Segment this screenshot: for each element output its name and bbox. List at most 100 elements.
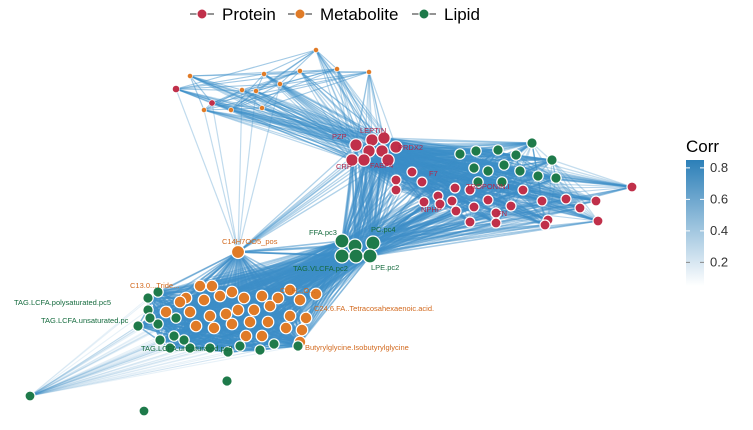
edge xyxy=(487,199,549,221)
edge xyxy=(454,150,477,189)
edge xyxy=(189,297,245,313)
edge xyxy=(267,293,317,323)
edge xyxy=(175,88,353,161)
lipid-node xyxy=(468,162,480,174)
edge xyxy=(355,71,370,146)
edge xyxy=(255,49,317,92)
edge xyxy=(237,150,383,253)
legend-swatch-lipid xyxy=(418,8,430,20)
edge xyxy=(355,175,539,257)
edge xyxy=(237,240,343,311)
edge xyxy=(237,309,291,317)
edge xyxy=(501,181,549,221)
edge xyxy=(259,299,301,351)
edge xyxy=(185,297,239,311)
node-label-f7: F7 xyxy=(429,169,438,178)
protein-node xyxy=(482,194,494,206)
node-label-tagunsat: TAG.LCFA.unsaturated.pc xyxy=(41,316,129,325)
edge xyxy=(211,102,373,141)
edge xyxy=(387,159,581,209)
edge xyxy=(203,71,370,111)
edge xyxy=(261,255,357,337)
edge xyxy=(237,90,257,253)
edge xyxy=(203,70,301,111)
edge xyxy=(387,159,441,205)
legend-swatch-protein xyxy=(196,8,208,20)
edge xyxy=(175,285,213,319)
edge xyxy=(289,289,303,331)
edge xyxy=(279,83,383,152)
edge xyxy=(368,150,567,200)
edge xyxy=(255,73,265,92)
edge xyxy=(381,150,539,177)
edge xyxy=(261,70,301,109)
edge xyxy=(395,146,543,202)
node-label-pzp: PZP xyxy=(332,132,347,141)
edge xyxy=(451,200,512,207)
edge xyxy=(372,171,413,244)
edge xyxy=(531,142,567,200)
edge xyxy=(395,154,517,191)
edge xyxy=(255,90,353,161)
edge xyxy=(237,309,287,329)
edge xyxy=(395,146,456,189)
edge xyxy=(315,49,373,141)
edge xyxy=(315,255,343,295)
edge xyxy=(189,75,213,104)
edge xyxy=(237,150,370,253)
edge xyxy=(395,179,489,201)
edge xyxy=(213,327,263,337)
edge xyxy=(189,255,357,313)
edge xyxy=(263,49,317,75)
edge xyxy=(341,220,599,257)
edge xyxy=(189,75,365,161)
lipid-node xyxy=(334,233,350,249)
edge xyxy=(189,75,370,152)
edge xyxy=(299,255,371,343)
lipid-node xyxy=(170,312,182,324)
protein-node xyxy=(626,181,638,193)
edge xyxy=(387,159,599,222)
node-label-crp: CRP xyxy=(336,162,352,171)
edge xyxy=(279,49,317,85)
node-label-c24: C24.6.FA..Tetracosahexaenoic.acid. xyxy=(314,304,434,313)
edge xyxy=(381,150,553,161)
edge xyxy=(263,73,385,139)
edge xyxy=(230,109,365,161)
edge xyxy=(395,146,503,183)
edge xyxy=(510,205,581,209)
edge xyxy=(354,220,599,247)
lipid-node xyxy=(510,149,522,161)
edge xyxy=(395,146,475,208)
lipid-node xyxy=(268,338,280,350)
edge xyxy=(341,186,633,257)
edge xyxy=(469,189,599,222)
edge xyxy=(475,150,521,172)
metabolite-node xyxy=(263,299,277,313)
edge xyxy=(189,321,269,349)
node-label-prdx2: PRDX2 xyxy=(398,143,423,152)
edge xyxy=(199,285,251,323)
edge xyxy=(421,181,475,208)
edge xyxy=(147,297,291,317)
edge xyxy=(354,201,425,247)
edge xyxy=(213,305,271,329)
edge xyxy=(211,102,385,139)
protein-node xyxy=(592,215,604,227)
edge xyxy=(372,205,512,244)
edge xyxy=(495,175,539,224)
edge xyxy=(169,327,215,349)
edge xyxy=(237,159,353,253)
edge xyxy=(522,177,557,191)
edge xyxy=(341,159,389,242)
edge xyxy=(273,289,291,345)
edge xyxy=(421,181,543,202)
edge xyxy=(531,142,597,202)
protein-node xyxy=(536,195,548,207)
edge xyxy=(381,150,599,222)
edge xyxy=(469,189,543,202)
metabolite-node xyxy=(183,305,197,319)
edge xyxy=(522,189,597,202)
edge xyxy=(175,83,281,90)
edge xyxy=(473,170,489,208)
